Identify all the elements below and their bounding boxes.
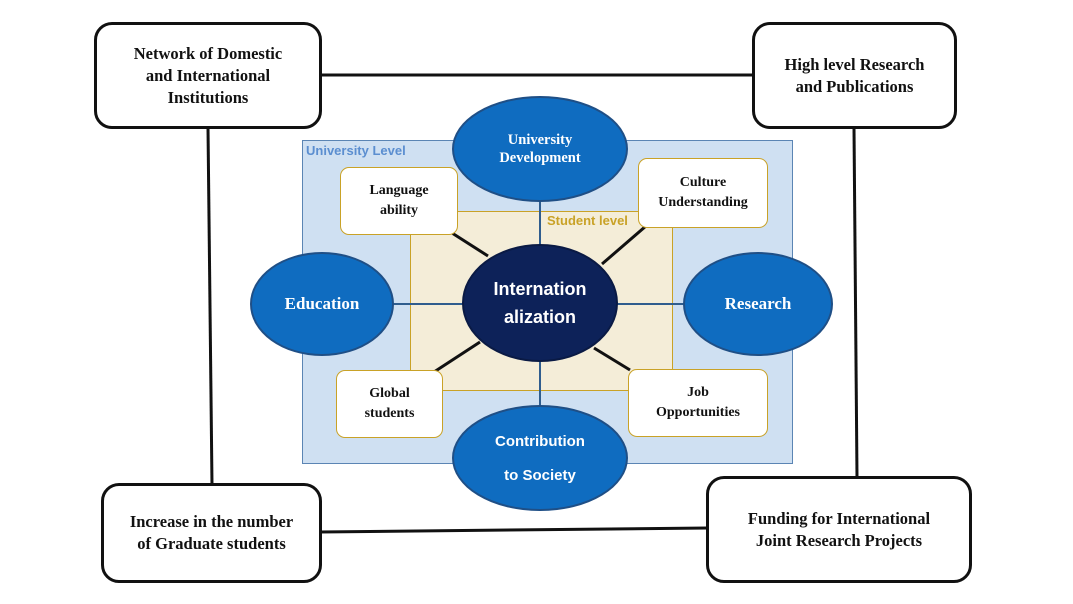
- global-students-box: Global students: [336, 370, 443, 438]
- education-ellipse: Education: [250, 252, 394, 356]
- culture-understanding-box: Culture Understanding: [638, 158, 768, 228]
- spoke-to-global-students: [433, 340, 481, 374]
- research-ellipse: Research: [683, 252, 833, 356]
- line-network-to-graduates: [206, 127, 214, 486]
- university-level-label: University Level: [306, 143, 406, 158]
- network-box: Network of Domestic and International In…: [94, 22, 322, 129]
- spoke-to-culture-understanding: [601, 224, 647, 266]
- spoke-to-language-ability: [451, 231, 489, 258]
- line-graduates-to-funding: [319, 526, 709, 534]
- internationalization-center: Internation alization: [462, 244, 618, 362]
- funding-box: Funding for International Joint Research…: [706, 476, 972, 583]
- line-research-to-funding: [852, 127, 859, 478]
- job-opportunities-box: Job Opportunities: [628, 369, 768, 437]
- university-development-ellipse: University Development: [452, 96, 628, 202]
- language-ability-box: Language ability: [340, 167, 458, 235]
- contribution-ellipse: Contribution to Society: [452, 405, 628, 511]
- student-level-label: Student level: [547, 213, 628, 228]
- graduate-students-box: Increase in the number of Graduate stude…: [101, 483, 322, 583]
- research-publications-box: High level Research and Publications: [752, 22, 957, 129]
- spoke-to-job-opportunities: [593, 346, 631, 372]
